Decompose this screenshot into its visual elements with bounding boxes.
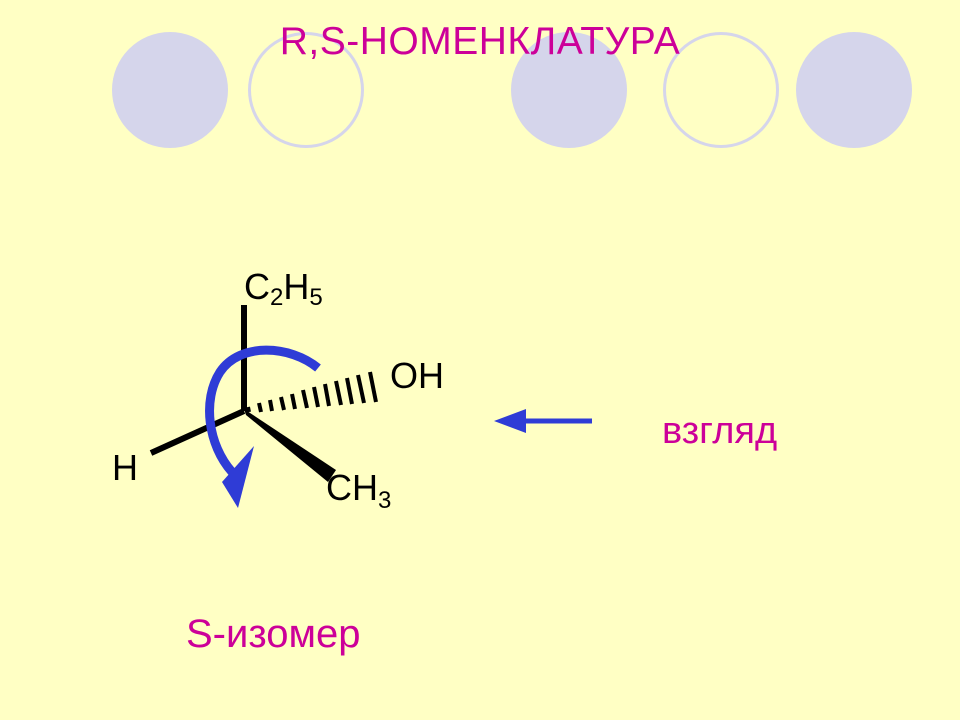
hashed-bond [246,371,378,413]
label-ch3: CH3 [326,467,391,514]
decor-circle-3 [511,32,627,148]
isomer-label: S-изомер [186,612,361,656]
slide-title: R,S-НОМЕНКЛАТУРА [279,20,681,63]
decor-circle-4 [663,32,779,148]
bond-left [149,408,246,456]
decor-circle-5 [796,32,912,148]
decor-circle-2 [248,32,364,148]
rotation-arrow [205,345,321,475]
label-h: H [112,447,138,488]
wedge-bond [244,409,336,482]
view-arrow-head [494,409,526,433]
rotation-arrow-head [222,446,254,508]
label-c2h5: C2H5 [244,266,323,311]
view-label: взгляд [662,410,778,452]
label-oh: OH [390,355,444,396]
decor-circle-1 [112,32,228,148]
